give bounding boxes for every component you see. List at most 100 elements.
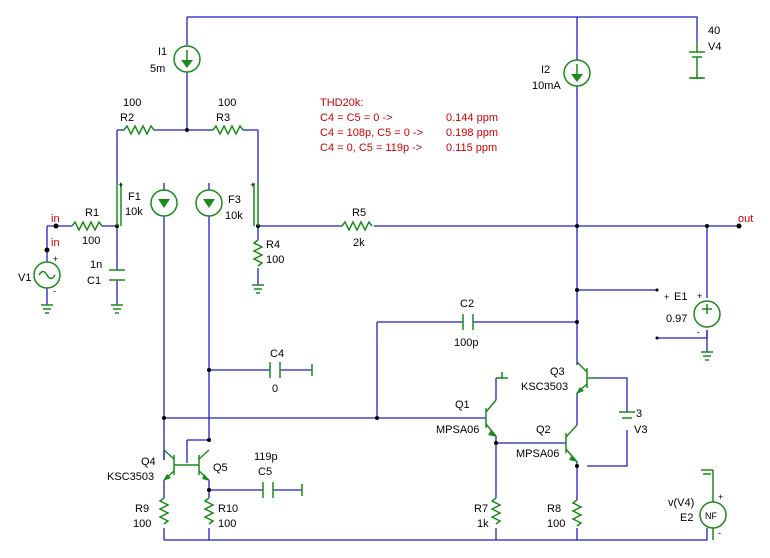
R3-resistor <box>212 124 244 136</box>
F1-cccs <box>116 183 178 226</box>
E2-nf-symbol: NF <box>705 511 717 521</box>
V4-label: V4 <box>708 41 721 53</box>
Q4-label: Q4 <box>141 456 156 468</box>
Q2-model: MPSA06 <box>516 448 559 460</box>
R8-label: R8 <box>547 503 561 515</box>
I1-value: 5m <box>150 63 165 75</box>
R1-resistor <box>71 220 103 232</box>
Q2-label: Q2 <box>536 424 551 436</box>
R10-resistor <box>203 497 215 525</box>
thd-row-3-result: 0.115 ppm <box>446 142 497 154</box>
Q3-transistor <box>576 361 597 394</box>
R5-resistor <box>341 220 373 232</box>
R9-resistor <box>158 497 170 525</box>
Q5-label: Q5 <box>213 462 228 474</box>
Q1-transistor <box>485 399 497 437</box>
ground-symbols <box>41 77 713 475</box>
thd-row-2-condition: C4 = 108p, C5 = 0 -> <box>320 127 423 139</box>
I2-label: I2 <box>541 64 550 76</box>
E1-vcvs <box>693 300 721 328</box>
Q1-label: Q1 <box>455 399 470 411</box>
Q3-model: KSC3503 <box>521 381 568 393</box>
labels: I1 5m I2 10mA 40 V4 100 R2 100 R3 F1 10k… <box>18 25 753 538</box>
C1-capacitor <box>109 269 125 281</box>
Q4-model: KSC3503 <box>107 471 154 483</box>
R2-resistor <box>123 124 155 136</box>
R9-value: 100 <box>133 518 151 530</box>
C2-label: C2 <box>460 298 474 310</box>
F3-label: F3 <box>228 194 241 206</box>
R10-label: R10 <box>218 503 238 515</box>
R5-label: R5 <box>352 207 366 219</box>
C4-value: 0 <box>272 383 278 395</box>
R7-value: 1k <box>477 518 489 530</box>
thd-row-3-condition: C4 = 0, C5 = 119p -> <box>320 142 422 154</box>
V1-label: V1 <box>18 272 31 284</box>
R4-value: 100 <box>266 254 284 266</box>
R4-resistor <box>252 239 264 267</box>
V3-label: V3 <box>634 424 647 436</box>
thd-row-2-result: 0.198 ppm <box>446 127 498 139</box>
V1-sine-source <box>33 261 61 289</box>
E2-value: v(V4) <box>668 497 694 509</box>
F3-cccs <box>195 183 259 226</box>
I2-current-source <box>563 59 591 87</box>
I1-current-source <box>173 45 201 73</box>
wires <box>46 16 739 541</box>
R5-value: 2k <box>353 237 365 249</box>
V1-plus-mark: + <box>53 254 58 264</box>
R7-resistor <box>490 497 502 525</box>
F1-value: 10k <box>125 206 143 218</box>
E2-plus-mark: + <box>718 492 723 502</box>
R1-value: 100 <box>82 235 100 247</box>
R10-value: 100 <box>218 518 236 530</box>
F1-label: F1 <box>128 191 141 203</box>
V4-battery <box>689 42 705 79</box>
E1-value: 0.97 <box>666 313 687 325</box>
R2-value: 100 <box>123 97 141 109</box>
E1-src-minus-mark: - <box>697 327 700 337</box>
C2-capacitor <box>462 314 474 330</box>
E2-label: E2 <box>680 512 693 524</box>
F3-value: 10k <box>225 210 243 222</box>
C5-value: 119p <box>254 451 278 463</box>
C4-capacitor <box>269 362 313 378</box>
R3-value: 100 <box>218 97 236 109</box>
R8-resistor <box>571 499 583 527</box>
E1-plus-mark: + <box>664 292 669 302</box>
R3-label: R3 <box>216 112 230 124</box>
F3-plus-mark: + <box>250 180 255 190</box>
thd-row-1-result: 0.144 ppm <box>446 112 498 124</box>
R9-label: R9 <box>135 503 149 515</box>
V3-battery <box>619 411 635 419</box>
E2-source <box>699 470 727 540</box>
E2-minus-mark: - <box>718 528 721 538</box>
C5-capacitor <box>262 482 303 498</box>
C2-value: 100p <box>454 337 478 349</box>
E1-src-plus-mark: + <box>697 291 702 301</box>
V4-value: 40 <box>708 25 720 37</box>
thd-title: THD20k: <box>320 97 363 109</box>
R7-label: R7 <box>474 503 488 515</box>
C1-label: C1 <box>87 275 101 287</box>
C4-label: C4 <box>270 348 284 360</box>
in-net-label: in <box>51 213 60 225</box>
R1-label: R1 <box>85 207 99 219</box>
in2-net-label: in <box>51 237 60 249</box>
thd-row-1-condition: C4 = C5 = 0 -> <box>320 112 392 124</box>
F1-plus-mark: + <box>118 180 123 190</box>
Q1-model: MPSA06 <box>436 424 479 436</box>
R4-label: R4 <box>266 239 280 251</box>
Q4-transistor <box>163 449 187 481</box>
C5-label: C5 <box>258 466 272 478</box>
junctions <box>44 128 742 492</box>
V3-value: 3 <box>636 408 642 420</box>
I2-value: 10mA <box>532 80 561 92</box>
V1-minus-mark: - <box>53 286 56 296</box>
Q3-label: Q3 <box>550 366 565 378</box>
Q5-transistor <box>187 449 210 481</box>
E1-label: E1 <box>674 291 687 303</box>
R8-value: 100 <box>547 518 565 530</box>
